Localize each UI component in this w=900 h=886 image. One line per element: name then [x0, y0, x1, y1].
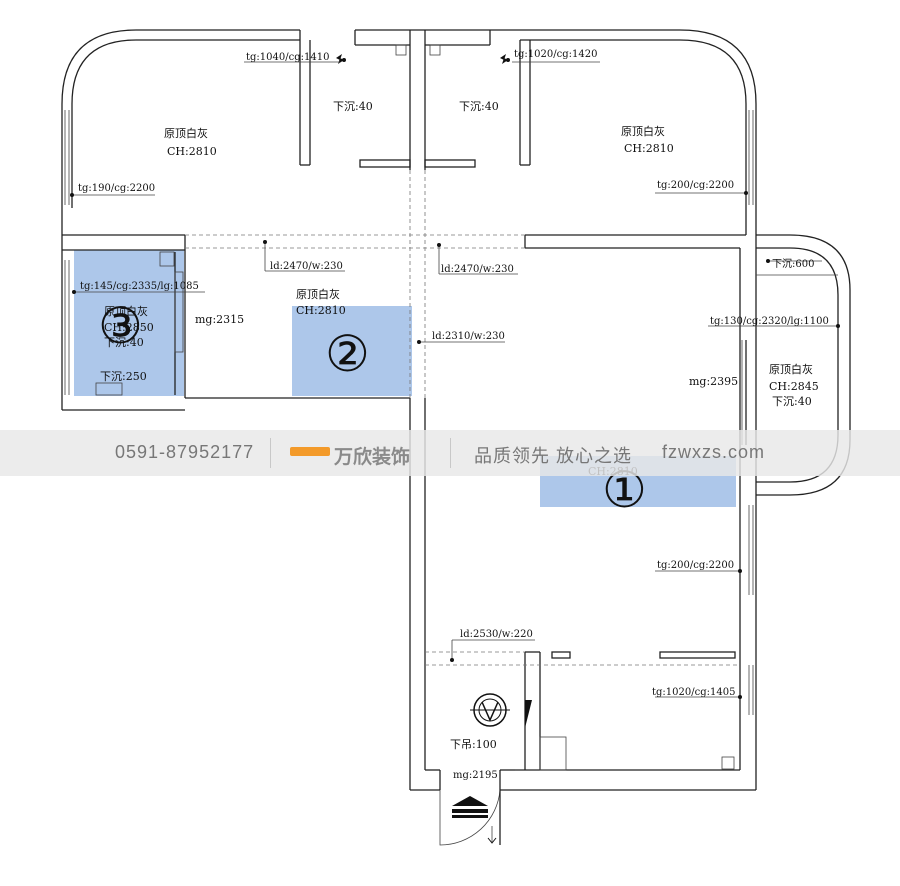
- leader-lines: [74, 61, 838, 698]
- watermark-band: 0591-87952177 万欣装饰 品质领先 放心之选 fzwxzs.com: [0, 430, 900, 476]
- watermark-divider: [450, 438, 451, 468]
- window-label-left: tg:190/cg:2200: [78, 183, 155, 194]
- room3-sink: 下沉:40: [104, 336, 144, 349]
- zone-2-highlight: [292, 306, 412, 396]
- sink-label-room3-bottom: 下沉:250: [100, 370, 147, 383]
- watermark-phone: 0591-87952177: [115, 442, 255, 462]
- door-label-bottom: ld:2530/w:220: [460, 629, 533, 640]
- watermark-divider: [270, 438, 271, 468]
- sink-label-mid: 下沉:40: [459, 100, 499, 113]
- entry-door: [439, 789, 501, 846]
- window-label-right-upper: tg:200/cg:2200: [657, 180, 734, 191]
- room3-name: 原顶白灰: [104, 304, 148, 318]
- leader-dots: [70, 58, 840, 699]
- watermark-slogan: 品质领先 放心之选: [474, 446, 633, 466]
- door-width-right: mg:2395: [689, 375, 738, 388]
- plan-labels: tg:1040/cg:1410 tg:1020/cg:1420 下沉:40 下沉…: [78, 49, 829, 781]
- window-label-top-right: tg:1020/cg:1420: [514, 49, 597, 60]
- door-label-mid: ld:2470/w:230: [441, 264, 514, 275]
- sink-label-left: 下沉:40: [333, 100, 373, 113]
- balcony-name: 原顶白灰: [769, 362, 813, 376]
- ceiling-drop-label: 下吊:100: [450, 738, 497, 751]
- sink-label-balcony: 下沉:600: [772, 257, 814, 270]
- window-label-right-lower: tg:200/cg:2200: [657, 560, 734, 571]
- balcony: [756, 234, 851, 496]
- watermark-brand: 万欣装饰: [334, 446, 411, 468]
- room3-ceiling: CH:2850: [104, 321, 154, 334]
- door-label-center: ld:2310/w:230: [432, 331, 505, 342]
- brand-logo-icon: [290, 447, 330, 456]
- room-tr-name: 原顶白灰: [621, 124, 665, 138]
- window-label-bottom-right: tg:1020/cg:1405: [652, 687, 735, 698]
- window-marker-icon: [336, 54, 508, 64]
- dashed-guides: [185, 170, 740, 666]
- entry-arrow-icon: [452, 796, 488, 818]
- balcony-ceiling: CH:2845: [769, 380, 819, 393]
- room2-ceiling: CH:2810: [296, 304, 346, 317]
- windows: [64, 110, 754, 715]
- watermark-site: fzwxzs.com: [662, 442, 766, 462]
- zone-marker-3: ③: [98, 297, 143, 355]
- door-width-left: mg:2315: [195, 313, 244, 326]
- compass-icon: [470, 693, 532, 728]
- zone-3-highlight: [74, 250, 184, 396]
- door-label-left: ld:2470/w:230: [270, 261, 343, 272]
- balcony-sink: 下沉:40: [772, 395, 812, 408]
- window-label-top-left: tg:1040/cg:1410: [246, 52, 329, 63]
- room-tl-name: 原顶白灰: [164, 126, 208, 140]
- room-tr-ceiling: CH:2810: [624, 142, 674, 155]
- window-label-room3: tg:145/cg:2335/lg:1085: [80, 281, 199, 292]
- room2-name: 原顶白灰: [296, 287, 340, 301]
- entry-door-width: mg:2195: [453, 770, 498, 781]
- window-label-balcony: tg:130/cg:2320/lg:1100: [710, 316, 829, 327]
- room-tl-ceiling: CH:2810: [167, 145, 217, 158]
- zone-marker-2: ②: [325, 325, 370, 383]
